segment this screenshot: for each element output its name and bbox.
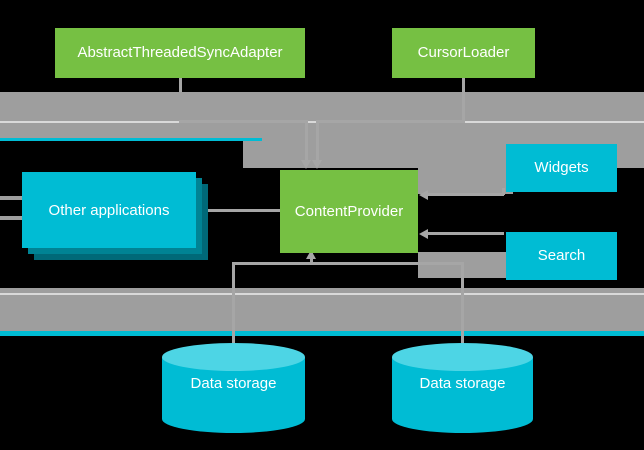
edge-sync-adapter-arrowhead [301,160,311,169]
node-data-storage-1[interactable]: Data storage [162,343,305,433]
cylinder-top-cap [392,343,533,371]
edge-sync-adapter-run [179,120,306,123]
node-content-provider[interactable]: ContentProvider [280,170,418,253]
connector-band-top-lower [0,123,644,140]
edge-storage-bus [232,262,462,265]
node-data-storage-2[interactable]: Data storage [392,343,533,433]
rule-cyan-upper-left [0,138,262,141]
cylinder-bottom-cap [392,405,533,433]
connector-band-bottom-hair [0,293,644,295]
edge-storage-arrowhead [306,250,316,259]
node-label: Data storage [419,375,506,392]
rule-cyan-lower [0,331,644,336]
edge-widgets-arrowhead [419,190,428,200]
edge-widgets-drop [502,188,505,195]
edge-storage2-stem [461,262,464,343]
edge-cursor-loader-run [316,120,465,123]
node-label: Widgets [534,159,589,177]
connector-band-search [418,252,513,278]
edge-storage1-stem [232,262,235,343]
node-label: ContentProvider [294,202,404,220]
cylinder-top-cap [162,343,305,371]
edge-cursor-loader-drop [316,120,319,162]
node-label: AbstractThreadedSyncAdapter [77,44,283,62]
node-other-applications[interactable]: Other applications [22,172,208,260]
node-label: CursorLoader [417,44,510,62]
connector-band-bottom-upper [0,288,644,302]
node-label: Data storage [190,375,277,392]
edge-search-run [428,232,504,235]
edge-cursor-loader-arrowhead [312,160,322,169]
connector-band-widgets [418,168,513,194]
edge-other-apps-run [200,209,280,212]
edge-cursor-loader-stem [462,78,465,122]
connector-band-bottom [0,296,644,332]
node-label: Other applications [48,201,170,219]
node-abstract-threaded-sync-adapter[interactable]: AbstractThreadedSyncAdapter [55,28,305,78]
node-search[interactable]: Search [506,232,617,280]
connector-band-top [0,92,644,122]
node-label: Search [537,247,586,265]
edge-sync-adapter-drop [305,120,308,162]
edge-sync-adapter-stem [179,78,182,92]
cylinder-bottom-cap [162,405,305,433]
edge-search-arrowhead [419,229,428,239]
node-cursor-loader[interactable]: CursorLoader [392,28,535,78]
edge-widgets-run [428,193,504,196]
other-applications-card[interactable]: Other applications [22,172,196,248]
node-widgets[interactable]: Widgets [506,144,617,192]
